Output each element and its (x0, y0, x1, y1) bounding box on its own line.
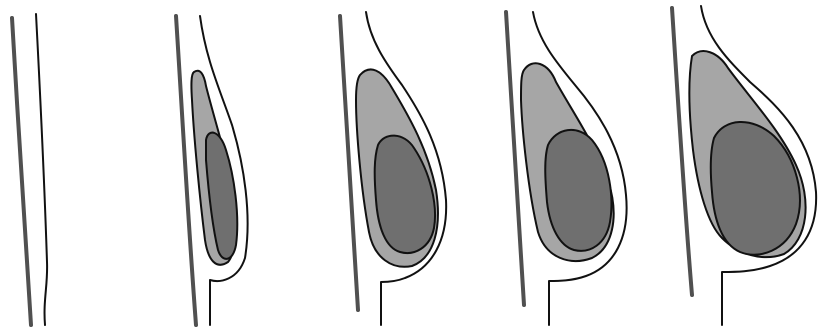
chest-wall-line (176, 16, 196, 325)
panel-5 (672, 6, 816, 325)
chest-wall-line (340, 16, 358, 310)
panel-4 (506, 12, 627, 325)
chest-wall-line (12, 18, 31, 325)
panel-3 (340, 12, 446, 325)
chest-wall-line (506, 12, 524, 305)
skin-contour (36, 14, 47, 325)
panel-1 (12, 14, 47, 325)
panel-2 (176, 16, 248, 325)
chest-wall-line (672, 8, 692, 295)
